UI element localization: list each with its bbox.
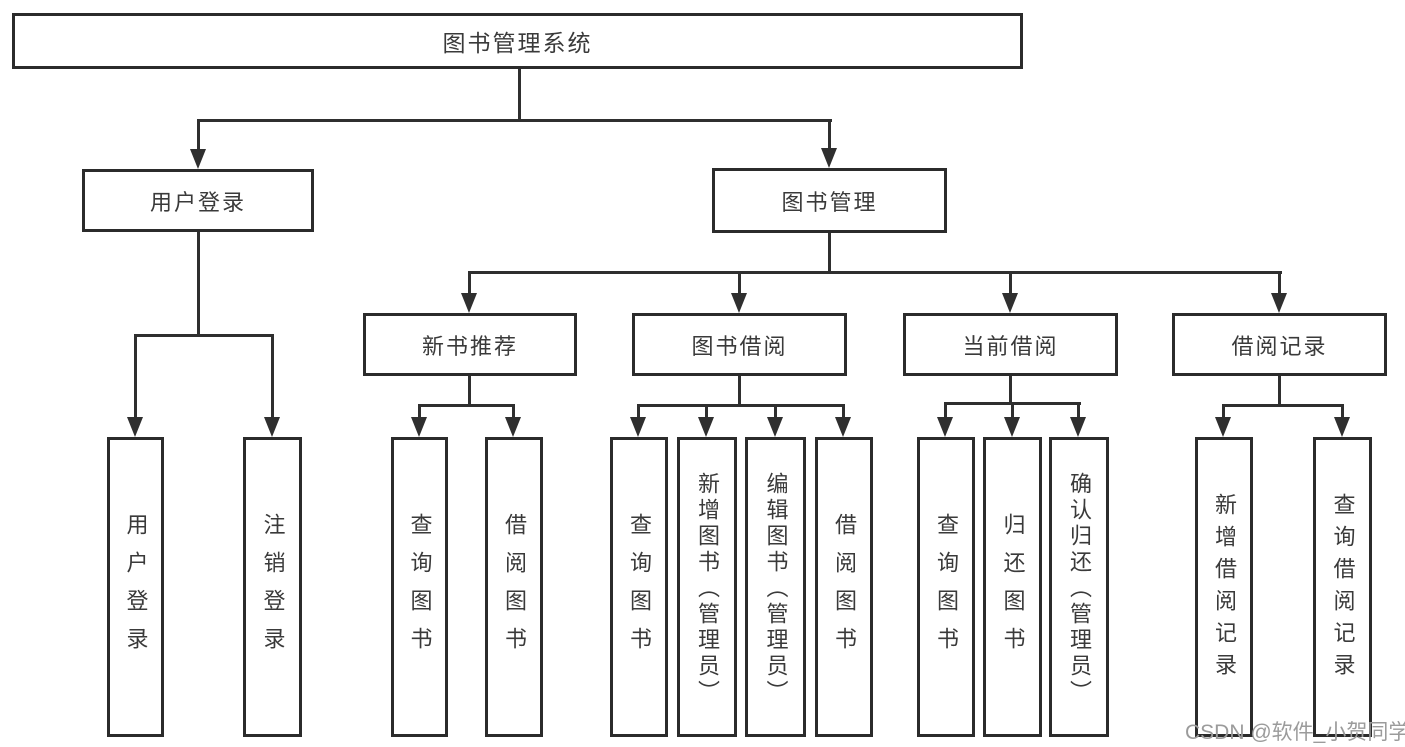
new-book-recommend-stem-line [468, 376, 471, 407]
node-leaf-borrow-books-borrowing: 借阅图书 [815, 437, 873, 737]
drop-line-new-book-recommend [468, 271, 471, 294]
arrowhead-leaf-user-login [127, 417, 143, 437]
arrowhead-borrowing-records [1271, 293, 1287, 313]
drop-line-user-login [197, 119, 200, 150]
node-user-login: 用户登录 [82, 169, 314, 232]
arrowhead-return-books [1004, 417, 1020, 437]
drop-line-return-books [1011, 402, 1014, 418]
arrowhead-new-book-recommend [461, 293, 477, 313]
current-borrowing-stem-line [1009, 376, 1012, 405]
drop-line-borrow-books-borrowing [842, 404, 845, 418]
book-borrowing-stem-line [738, 376, 741, 407]
node-current-borrowing: 当前借阅 [903, 313, 1118, 376]
user-login-stem-line [197, 232, 200, 337]
arrowhead-borrow-books-borrowing [835, 417, 851, 437]
arrowhead-user-login [190, 149, 206, 169]
drop-line-query-books-recommend [418, 404, 421, 418]
level2-rail-line [197, 119, 832, 122]
borrowing-records-rail-line [1222, 404, 1344, 407]
node-leaf-return-books: 归还图书 [983, 437, 1042, 737]
node-leaf-query-books-current: 查询图书 [917, 437, 975, 737]
book-borrowing-rail-line [637, 404, 845, 407]
drop-line-borrow-books-recommend [512, 404, 515, 418]
drop-line-borrowing-records [1278, 271, 1281, 294]
drop-line-edit-books-admin [774, 404, 777, 418]
node-leaf-add-borrow-record: 新增借阅记录 [1195, 437, 1253, 737]
drop-line-leaf-logout [271, 334, 274, 418]
node-leaf-query-borrow-record: 查询借阅记录 [1313, 437, 1372, 737]
drop-line-add-books-admin [705, 404, 708, 418]
borrowing-records-stem-line [1278, 376, 1281, 407]
node-leaf-confirm-return-admin: 确认归还（管理员） [1049, 437, 1109, 737]
node-leaf-user-login: 用户登录 [107, 437, 164, 737]
node-leaf-add-books-admin: 新增图书（管理员） [677, 437, 737, 737]
drop-line-book-management [828, 119, 831, 149]
root-stem-line [518, 69, 521, 121]
drop-line-leaf-user-login [134, 334, 137, 418]
node-leaf-borrow-books-recommend: 借阅图书 [485, 437, 543, 737]
arrowhead-query-books-borrowing [630, 417, 646, 437]
arrowhead-query-books-recommend [411, 417, 427, 437]
arrowhead-current-borrowing [1002, 293, 1018, 313]
node-book-borrowing: 图书借阅 [632, 313, 847, 376]
node-leaf-logout: 注销登录 [243, 437, 302, 737]
level3-rail-line [468, 271, 1282, 274]
node-borrowing-records: 借阅记录 [1172, 313, 1387, 376]
csdn-watermark: CSDN @软件_小贺同学 [1185, 721, 1405, 744]
drop-line-book-borrowing [738, 271, 741, 294]
arrowhead-borrow-books-recommend [505, 417, 521, 437]
user-login-rail-line [134, 334, 274, 337]
arrowhead-book-management [821, 148, 837, 168]
drop-line-add-borrow-record [1222, 404, 1225, 418]
arrowhead-query-books-current [937, 417, 953, 437]
new-book-recommend-rail-line [418, 404, 515, 407]
arrowhead-add-borrow-record [1215, 417, 1231, 437]
drop-line-confirm-return-admin [1077, 402, 1080, 418]
node-leaf-query-books-recommend: 查询图书 [391, 437, 448, 737]
node-leaf-query-books-borrowing: 查询图书 [610, 437, 668, 737]
arrowhead-confirm-return-admin [1070, 417, 1086, 437]
drop-line-query-books-borrowing [637, 404, 640, 418]
node-root-library-system: 图书管理系统 [12, 13, 1023, 69]
arrowhead-query-borrow-record [1334, 417, 1350, 437]
node-leaf-edit-books-admin: 编辑图书（管理员） [745, 437, 806, 737]
arrowhead-leaf-logout [264, 417, 280, 437]
drop-line-query-borrow-record [1341, 404, 1344, 418]
arrowhead-edit-books-admin [767, 417, 783, 437]
drop-line-current-borrowing [1009, 271, 1012, 294]
book-management-stem-line [828, 233, 831, 274]
drop-line-query-books-current [944, 402, 947, 418]
node-new-book-recommend: 新书推荐 [363, 313, 577, 376]
node-book-management: 图书管理 [712, 168, 947, 233]
arrowhead-book-borrowing [731, 293, 747, 313]
arrowhead-add-books-admin [698, 417, 714, 437]
